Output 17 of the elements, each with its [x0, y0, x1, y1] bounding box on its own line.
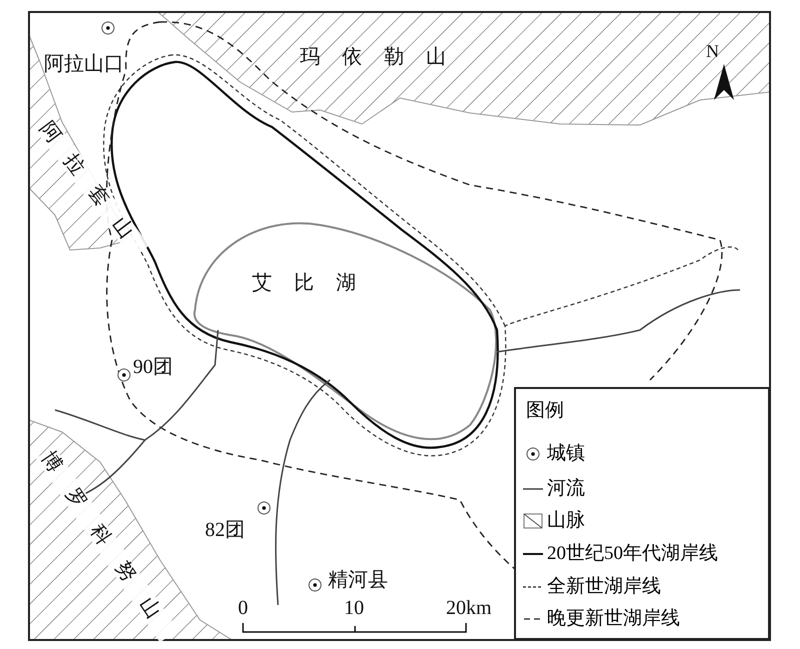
lake-label: 艾比湖 — [252, 273, 378, 293]
legend-label: 城镇 — [547, 444, 585, 464]
north-label: N — [706, 42, 719, 60]
place-label: 82团 — [205, 520, 245, 540]
legend-label: 20世纪50年代湖岸线 — [547, 544, 718, 564]
legend-label: 山脉 — [547, 511, 585, 531]
scale-label: 0 — [238, 598, 248, 618]
legend-label: 晚更新世湖岸线 — [547, 609, 680, 629]
legend-label: 河流 — [547, 479, 585, 499]
place-label: 精河县 — [328, 570, 388, 590]
legend-label: 全新世湖岸线 — [547, 577, 661, 597]
place-label: 阿拉山口 — [44, 54, 124, 74]
scale-label: 20km — [446, 598, 492, 618]
legend-title: 图例 — [526, 401, 564, 420]
scale-label: 10 — [344, 598, 364, 618]
mountain-label: 玛依勒山 — [300, 47, 468, 67]
place-label: 90团 — [133, 357, 173, 377]
